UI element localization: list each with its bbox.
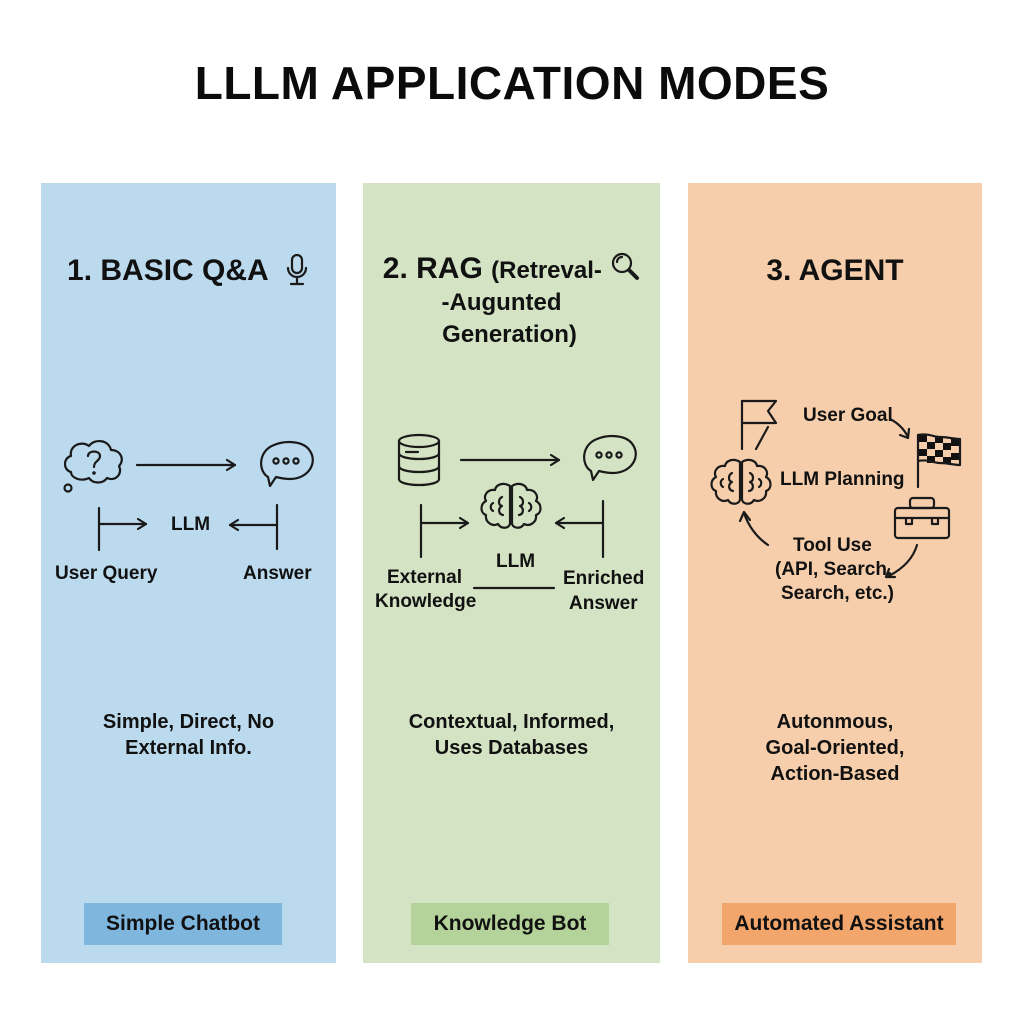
user-query-label: User Query xyxy=(55,563,158,584)
flow-arrow-top xyxy=(459,453,561,467)
connector-line xyxy=(472,586,556,590)
badge-simple-chatbot: Simple Chatbot xyxy=(84,903,282,945)
thought-bubble-question-icon xyxy=(63,440,123,493)
toolbox-icon xyxy=(893,496,951,540)
badge-knowledge-bot: Knowledge Bot xyxy=(411,903,609,945)
heading-text: 1. BASIC Q&A xyxy=(67,254,268,287)
flow-arrow-answer-to-llm xyxy=(554,499,605,559)
llm-label: LLM xyxy=(171,514,211,535)
llm-planning-label: LLM Planning xyxy=(780,469,905,490)
heading-text: 2. RAG xyxy=(382,252,483,285)
answer-label: Answer xyxy=(243,563,312,584)
microphone-icon xyxy=(284,253,310,289)
panel-heading: 1. BASIC Q&A xyxy=(41,253,336,289)
user-goal-label: User Goal xyxy=(803,405,893,426)
tool-use-label: Tool Use xyxy=(793,535,872,556)
cycle-arrow-tool xyxy=(884,543,919,579)
magnifier-icon xyxy=(610,252,640,285)
cycle-arrow-goal xyxy=(888,417,911,440)
panel-rag: 2. RAG (Retreval- -Augunted Generation) xyxy=(363,183,660,963)
brain-icon xyxy=(710,458,772,505)
panel-description: Simple, Direct, No External Info. xyxy=(102,711,275,759)
badge-automated-assistant: Automated Assistant xyxy=(722,903,956,945)
database-icon xyxy=(397,433,441,487)
panel-agent: 3. AGENT User Goal LLM Pl xyxy=(688,183,982,963)
flow-arrow-knowledge-to-llm xyxy=(419,503,470,559)
page-title: LLLM APPLICATION MODES xyxy=(194,57,830,109)
checkered-flag-icon xyxy=(916,433,962,489)
flow-arrow-top xyxy=(135,458,237,472)
panel-heading: 2. RAG (Retreval- -Augunted Generation) xyxy=(363,253,660,351)
tool-use-detail-2: Search, etc.) xyxy=(781,583,894,604)
knowledge-label: Knowledge xyxy=(375,591,477,612)
speech-bubble-icon xyxy=(260,440,314,488)
panel-description: Contextual, Informed, Uses Databases xyxy=(408,711,615,759)
panel-heading: 3. AGENT xyxy=(766,254,904,287)
enriched-label: Enriched xyxy=(563,568,645,589)
flow-arrow-query-to-llm xyxy=(97,506,148,552)
answer-label: Answer xyxy=(569,593,638,614)
brain-icon xyxy=(480,482,542,529)
panel-description: Autonmous, Goal-Oriented, Action-Based xyxy=(765,711,905,785)
external-label: External xyxy=(387,567,462,588)
speech-bubble-icon xyxy=(583,434,637,482)
panel-basic-qa: 1. BASIC Q&A LLM User Query Answer Si xyxy=(41,183,336,963)
flag-icon xyxy=(740,399,778,451)
tool-use-detail-1: (API, Search, xyxy=(775,559,893,580)
flow-arrow-answer-to-llm xyxy=(228,503,279,551)
cycle-arrow-return xyxy=(738,510,770,547)
llm-label: LLM xyxy=(496,551,536,572)
